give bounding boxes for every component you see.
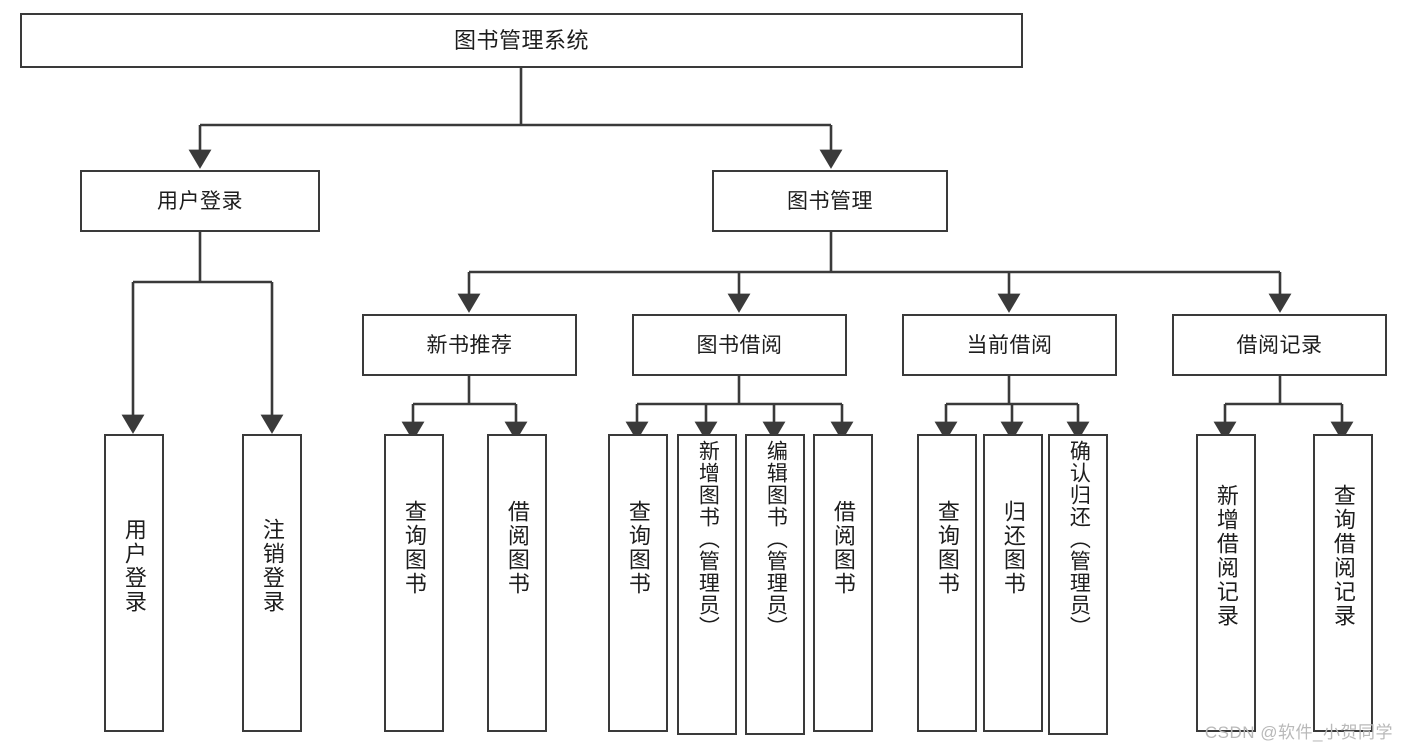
node-book-borrow[interactable]: 图书借阅 [632, 314, 847, 376]
leaf-query-book-borrow[interactable]: 查询图书 [608, 434, 668, 732]
leaf-user-login[interactable]: 用户登录 [104, 434, 164, 732]
node-user-login[interactable]: 用户登录 [80, 170, 320, 232]
node-label: 用户登录 [157, 189, 243, 213]
node-label: 借阅图书 [830, 500, 856, 596]
node-label: 用户登录 [121, 518, 147, 614]
leaf-query-book-recommend[interactable]: 查询图书 [384, 434, 444, 732]
leaf-logout-login[interactable]: 注销登录 [242, 434, 302, 732]
node-label: 图书借阅 [696, 333, 783, 357]
node-current-borrow[interactable]: 当前借阅 [902, 314, 1117, 376]
node-label: 新增借阅记录 [1213, 484, 1239, 628]
node-label: 借阅图书 [504, 500, 530, 596]
node-label: 注销登录 [259, 518, 285, 614]
leaf-query-book-current[interactable]: 查询图书 [917, 434, 977, 732]
leaf-edit-book-admin[interactable]: 编辑图书（管理员） [745, 434, 805, 735]
leaf-add-borrow-record[interactable]: 新增借阅记录 [1196, 434, 1256, 732]
watermark: CSDN @软件_小贺同学 [1204, 723, 1393, 742]
leaf-borrow-book[interactable]: 借阅图书 [813, 434, 873, 732]
node-label: 借阅记录 [1236, 333, 1323, 357]
node-label: 查询图书 [401, 500, 427, 596]
leaf-borrow-book-recommend[interactable]: 借阅图书 [487, 434, 547, 732]
node-label: 查询图书 [934, 500, 960, 596]
node-label: 图书管理 [787, 189, 873, 213]
node-borrow-record[interactable]: 借阅记录 [1172, 314, 1387, 376]
node-label: 新书推荐 [426, 333, 513, 357]
node-label: 编辑图书（管理员） [764, 440, 788, 638]
node-root-book-management-system[interactable]: 图书管理系统 [20, 13, 1023, 68]
node-label: 新增图书（管理员） [696, 440, 720, 638]
node-label: 查询图书 [625, 500, 651, 596]
node-label: 确认归还（管理员） [1067, 440, 1091, 638]
node-label: 当前借阅 [966, 333, 1053, 357]
node-label: 归还图书 [1000, 500, 1026, 596]
leaf-query-borrow-record[interactable]: 查询借阅记录 [1313, 434, 1373, 732]
leaf-return-book[interactable]: 归还图书 [983, 434, 1043, 732]
node-label: 图书管理系统 [453, 27, 589, 53]
node-new-book-recommend[interactable]: 新书推荐 [362, 314, 577, 376]
node-book-management[interactable]: 图书管理 [712, 170, 948, 232]
leaf-confirm-return-admin[interactable]: 确认归还（管理员） [1048, 434, 1108, 735]
leaf-add-book-admin[interactable]: 新增图书（管理员） [677, 434, 737, 735]
node-label: 查询借阅记录 [1330, 484, 1356, 628]
